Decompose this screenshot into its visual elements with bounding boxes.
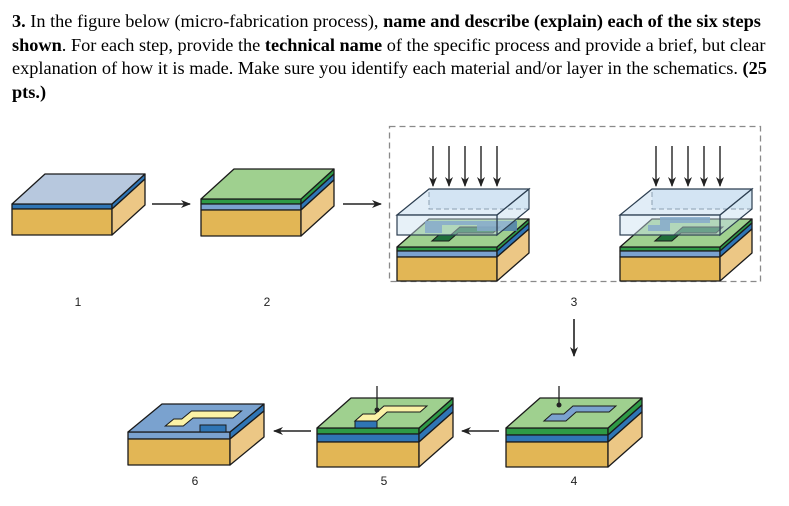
step-label-4: 4	[571, 474, 578, 488]
step6-block-layer-front-1	[127, 438, 231, 466]
step-label-2: 2	[264, 295, 271, 309]
step1-wafer-top	[11, 173, 146, 205]
step-label-1: 1	[75, 295, 82, 309]
step4-block-layer-front-0	[505, 427, 609, 436]
step1-wafer-layer-side-1	[111, 178, 146, 236]
step2-wafer	[200, 168, 335, 237]
step-label-5: 5	[381, 474, 388, 488]
step5-block-layer-front-2	[316, 441, 420, 468]
step3-exposure-a-mask-front	[396, 214, 498, 236]
step5-block-layer-front-1	[316, 433, 420, 443]
step4-block-layer-front-1	[505, 434, 609, 443]
step1-wafer-layer-front-1	[11, 208, 113, 236]
step-label-3: 3	[571, 295, 578, 309]
step5-island	[354, 420, 378, 429]
step6-wafer	[127, 403, 265, 466]
step3-exposure-a	[395, 146, 531, 282]
step6-block-layer-side-1	[229, 410, 265, 466]
question-instructions: of the specific process and provide a br…	[12, 34, 766, 79]
step3-exposure-b	[618, 146, 754, 282]
step3-exposure-b-mask-pattern	[648, 217, 710, 231]
step4-wafer	[505, 386, 643, 468]
step3-exposure-b-mask-front	[619, 214, 721, 236]
step5-block-layer-side-2	[418, 411, 454, 468]
step5-block-layer-front-0	[316, 427, 420, 435]
step1-wafer	[11, 173, 146, 236]
step4-block-layer-side-2	[607, 411, 643, 468]
step-label-6: 6	[192, 474, 199, 488]
question-emphasis-1: name and describe (explain) each of the …	[12, 11, 761, 55]
step4-opening	[542, 405, 618, 422]
step3-frame	[388, 125, 762, 283]
step3-exposure-a-wafer-layer-side-2	[496, 228, 530, 282]
step1-wafer-layer-front-0	[11, 203, 113, 210]
step3-exposure-a-wafer-layer-front-2	[396, 256, 498, 282]
step2-wafer-top	[200, 168, 335, 200]
step3-exposure-a-wafer-layer-front-1	[396, 250, 498, 258]
step3-exposure-b-wafer-layer-front-1	[619, 250, 721, 258]
step3-exposure-b-wafer-layer-side-2	[719, 228, 753, 282]
step2-wafer-layer-front-2	[200, 209, 302, 237]
step2-wafer-layer-front-1	[200, 203, 302, 211]
question-mid: . For each step, provide the	[61, 34, 265, 55]
step6-exposed-substrate	[163, 410, 243, 427]
step5-pointer-dot	[374, 407, 380, 413]
question-emphasis-2: technical name	[264, 34, 383, 55]
step3-exposure-b-wafer-layer-front-2	[619, 256, 721, 282]
step4-block-layer-front-2	[505, 441, 609, 468]
question-intro: In the figure below (micro-fabrication p…	[25, 11, 384, 31]
question-text: 3. In the figure below (micro-fabricatio…	[12, 10, 782, 104]
step2-wafer-layer-side-2	[300, 179, 335, 237]
step6-oxide-island	[199, 424, 227, 433]
step3-exposure-a-mask-pattern	[425, 221, 517, 233]
question-number: 3.	[12, 11, 26, 31]
step2-wafer-layer-front-0	[200, 198, 302, 205]
step5-wafer	[316, 386, 454, 468]
step6-block	[127, 403, 265, 466]
step4-pointer-dot	[556, 402, 562, 408]
question-points: (25 pts.)	[12, 58, 767, 102]
step6-block-layer-front-0	[127, 431, 231, 440]
